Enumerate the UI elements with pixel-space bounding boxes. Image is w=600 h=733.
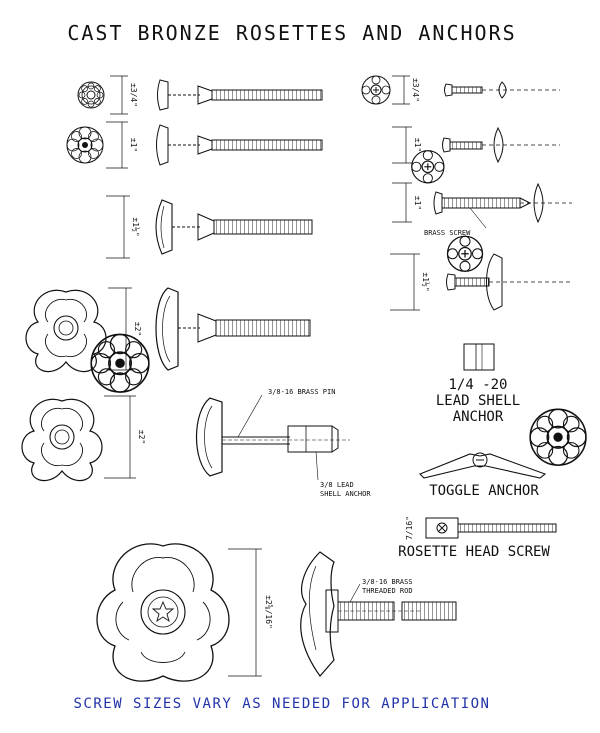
rosette-2-inch-b: ±2" [21, 395, 146, 482]
dimension-label: ±1" [129, 138, 138, 152]
brass-pin-assembly: 3/8-16 BRASS PIN 3/8 LEAD SHELL ANCHOR [195, 388, 371, 498]
brass-pin-label: 3/8-16 BRASS PIN [268, 388, 335, 396]
lead-shell-anchor: 1/4 -20 LEAD SHELL ANCHOR [436, 343, 520, 425]
rosette-head-screw-label: ROSETTE HEAD SCREW [398, 544, 550, 560]
lead-shell-small-label-2: SHELL ANCHOR [320, 490, 371, 498]
rosette-1-5-inch: ±1½" [90, 195, 150, 393]
screw-side-view-3 [155, 199, 313, 255]
screw-side-view-2 [156, 124, 323, 166]
threaded-rod-assembly: 3/8-16 BRASS THREADED ROD [300, 551, 457, 677]
rosette-head-screw: 7/16" ROSETTE HEAD SCREW [398, 516, 557, 560]
dimension-label: ±2" [137, 430, 146, 444]
dimension-label: ±3/4" [411, 78, 420, 102]
screw-side-view-4 [155, 287, 311, 371]
dimension-label: ±2⅝/16" [264, 595, 273, 629]
rosette-2-inch-a: ±2" [25, 287, 142, 373]
footer-note: SCREW SIZES VARY AS NEEDED FOR APPLICATI… [73, 696, 490, 712]
large-rosette-front: ±2⅝/16" [96, 543, 273, 682]
dimension-label: 7/16" [405, 516, 414, 540]
rosette-3-4-inch: ±3/4" [77, 75, 138, 115]
toggle-anchor: TOGGLE ANCHOR [419, 452, 547, 499]
dimension-label: ±1½" [421, 272, 431, 291]
rosette-right-1-inch-b: ±1" BRASS SCREW [392, 182, 572, 272]
rosette-right-3-4-inch: ±3/4" [361, 75, 560, 105]
screw-side-view-1 [157, 79, 323, 111]
dimension-label: ±1½" [131, 217, 141, 236]
toggle-anchor-label: TOGGLE ANCHOR [429, 483, 539, 499]
dimension-label: ±1" [413, 138, 422, 152]
page-title: CAST BRONZE ROSETTES AND ANCHORS [67, 21, 516, 45]
lead-shell-label-1: 1/4 -20 [448, 377, 507, 393]
rosette-right-1-inch-a: ±1" [392, 126, 560, 184]
threaded-rod-label-1: 3/8-16 BRASS [362, 578, 413, 586]
dimension-label: ±3/4" [129, 83, 138, 107]
lead-shell-small-label-1: 3/8 LEAD [320, 481, 354, 489]
threaded-rod-label-2: THREADED ROD [362, 587, 413, 595]
rosette-1-inch: ±1" [66, 121, 138, 169]
lead-shell-label-2: LEAD SHELL [436, 393, 520, 409]
dimension-label: ±2" [133, 322, 142, 336]
dimension-label: ±1" [413, 196, 422, 210]
lead-shell-label-3: ANCHOR [453, 409, 504, 425]
brass-screw-label: BRASS SCREW [424, 229, 471, 237]
rosette-right-1-5-inch: ±1½" [390, 253, 587, 466]
